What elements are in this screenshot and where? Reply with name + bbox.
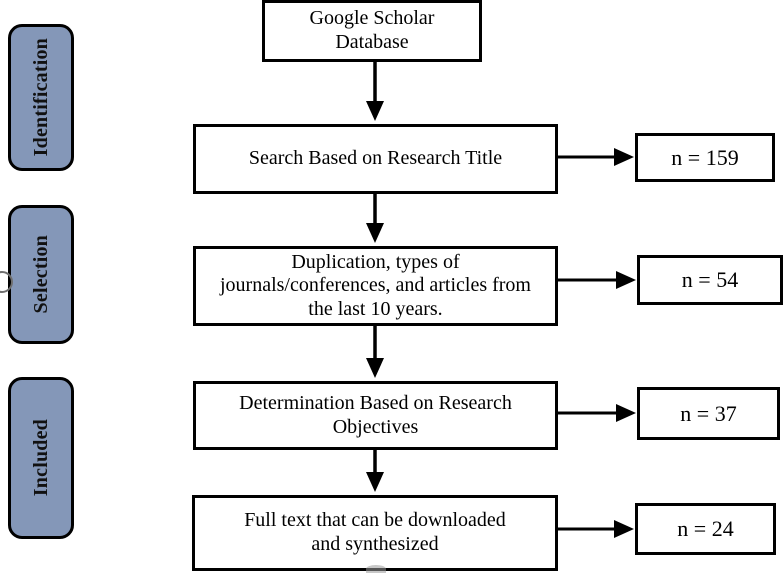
arrow-screening-to-determination xyxy=(366,326,384,378)
process-box-fulltext: Full text that can be downloaded and syn… xyxy=(192,495,558,571)
count-text-screening: n = 54 xyxy=(681,267,739,292)
arrow-determination-to-count xyxy=(558,404,636,422)
arrow-fulltext-to-count xyxy=(558,520,634,538)
process-box-screening: Duplication, types of journals/conferenc… xyxy=(193,246,558,326)
stage-pill-identification: Identification xyxy=(8,24,74,171)
process-text-search: Search Based on Research Title xyxy=(248,147,503,170)
arrow-search-to-screening xyxy=(366,194,384,243)
count-box-fulltext: n = 24 xyxy=(635,503,776,555)
arrow-screening-to-count xyxy=(558,271,636,289)
arrow-determination-to-fulltext xyxy=(366,450,384,492)
count-box-search: n = 159 xyxy=(635,133,775,182)
count-text-fulltext: n = 24 xyxy=(677,516,734,541)
arrow-source-to-search xyxy=(366,62,384,121)
count-text-determination: n = 37 xyxy=(680,400,737,426)
process-text-determination: Determination Based on Research Objectiv… xyxy=(239,391,512,438)
count-box-determination: n = 37 xyxy=(637,387,780,440)
bottom-edge-artifact xyxy=(366,565,386,573)
process-box-search: Search Based on Research Title xyxy=(193,124,558,194)
process-box-source: Google Scholar Database xyxy=(262,0,482,62)
process-text-screening: Duplication, types of journals/conferenc… xyxy=(220,250,531,320)
process-text-fulltext: Full text that can be downloaded and syn… xyxy=(244,509,506,555)
stage-pill-included: Included xyxy=(8,377,74,539)
count-box-screening: n = 54 xyxy=(637,255,783,305)
stray-circle-artifact xyxy=(0,271,13,293)
process-box-determination: Determination Based on Research Objectiv… xyxy=(193,381,558,450)
arrow-search-to-count xyxy=(558,148,634,166)
count-text-search: n = 159 xyxy=(671,144,739,170)
process-text-source: Google Scholar Database xyxy=(309,7,435,53)
